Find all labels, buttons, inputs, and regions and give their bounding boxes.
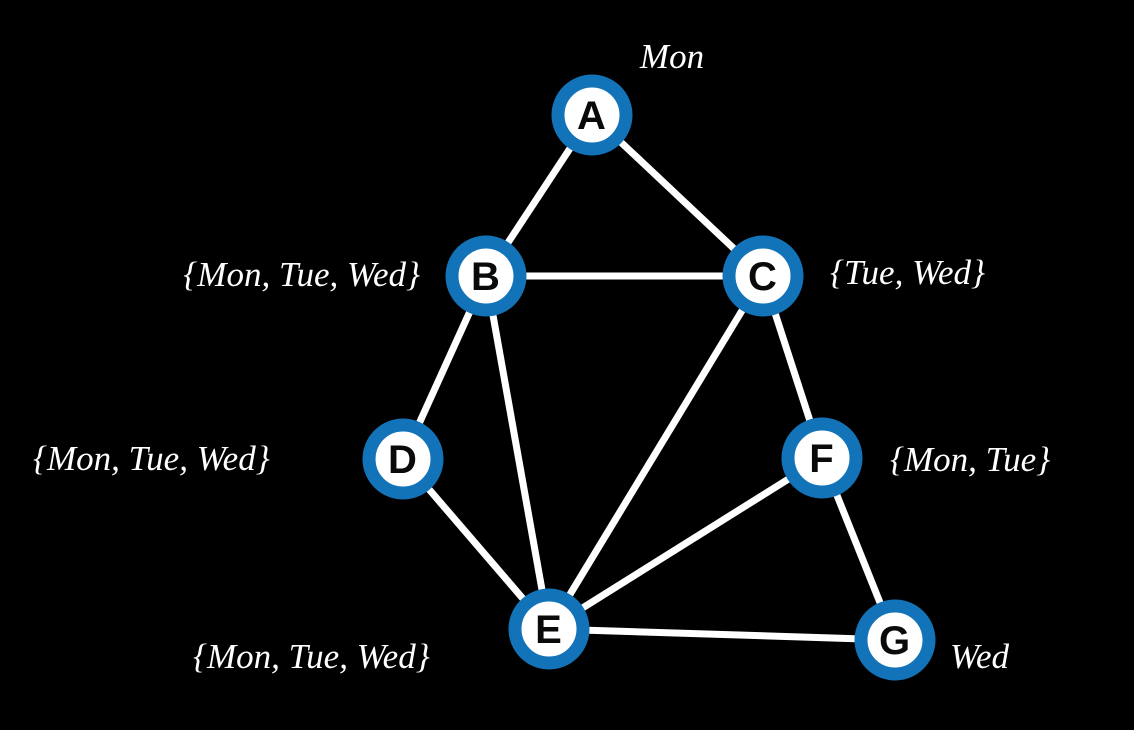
node-C-letter: C (748, 255, 778, 299)
node-B: B {Mon, Tue, Wed} (183, 235, 527, 317)
node-G-letter: G (879, 619, 911, 663)
node-D-letter: D (388, 438, 418, 482)
node-D-circle (362, 418, 444, 500)
node-E: E {Mon, Tue, Wed} (193, 588, 590, 676)
node-G-circle (854, 599, 936, 681)
node-E-domain-label: {Mon, Tue, Wed} (193, 637, 430, 676)
node-F-circle (781, 417, 863, 499)
node-B-domain-label: {Mon, Tue, Wed} (183, 255, 420, 294)
node-G-domain-label: Wed (950, 637, 1009, 676)
node-D: D {Mon, Tue, Wed} (33, 418, 444, 500)
node-B-letter: B (471, 255, 501, 299)
node-D-domain-label: {Mon, Tue, Wed} (33, 439, 270, 478)
node-A-domain-label: Mon (639, 37, 704, 76)
node-F-letter: F (809, 437, 834, 481)
node-A-circle (551, 74, 633, 156)
node-C: C {Tue, Wed} (722, 235, 985, 317)
node-F: F {Mon, Tue} (781, 417, 1050, 499)
node-C-domain-label: {Tue, Wed} (830, 253, 985, 292)
node-G: G Wed (854, 599, 1009, 681)
edge-E-G (548, 625, 896, 644)
node-A: A Mon (551, 37, 704, 156)
node-B-circle (445, 235, 527, 317)
edges (399, 112, 899, 644)
edge-B-E (482, 275, 553, 630)
node-E-circle (508, 588, 590, 670)
node-F-domain-label: {Mon, Tue} (890, 440, 1050, 479)
node-E-letter: E (535, 608, 563, 652)
edge-C-E (546, 274, 766, 631)
edge-E-F (547, 455, 824, 632)
node-A-letter: A (577, 94, 607, 138)
node-C-circle (722, 235, 804, 317)
